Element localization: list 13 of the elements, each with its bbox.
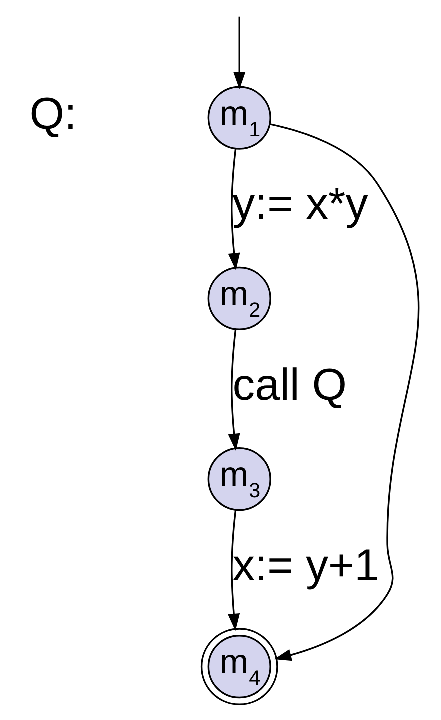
node-circle: m$_{1}$ [207, 86, 271, 150]
node-circle: m$_{3}$ [207, 448, 271, 512]
edge-label: call Q [232, 360, 347, 410]
label: Q: [29, 90, 76, 139]
edge-label: y:= x*y [232, 180, 368, 230]
arrow [228, 510, 240, 632]
node-circle: m$_{4}$ [200, 628, 278, 706]
arrow [228, 148, 240, 270]
arrow [228, 329, 240, 452]
edge-label: x:= y+1 [232, 541, 379, 590]
arrow [233, 16, 246, 90]
node-circle: m$_{2}$ [207, 266, 271, 331]
arrow [270, 124, 420, 662]
